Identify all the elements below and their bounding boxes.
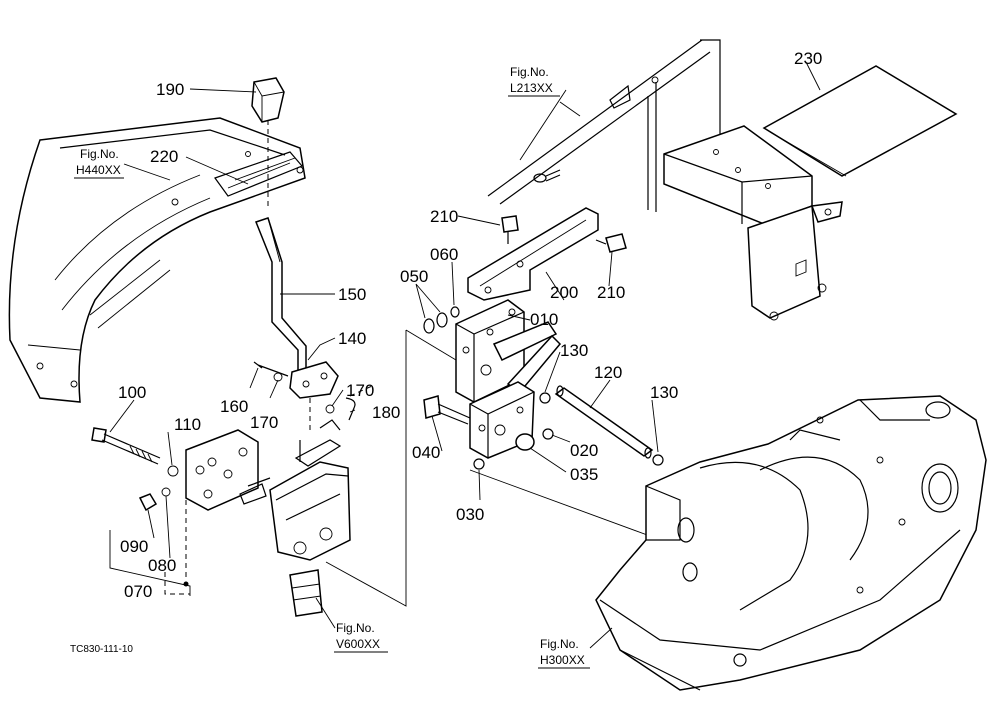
label-130b: 130 <box>650 383 678 402</box>
control-lever <box>255 217 307 373</box>
lever-bracket <box>253 361 373 430</box>
label-170a: 170 <box>250 413 278 432</box>
label-070: 070 <box>124 582 152 601</box>
leader-lines <box>109 61 821 649</box>
label-180: 180 <box>372 403 400 422</box>
drawing-id: TC830-111-10 <box>70 644 133 655</box>
label-130a: 130 <box>560 341 588 360</box>
guide-indicator-plate <box>214 151 303 197</box>
label-220: 220 <box>150 147 178 166</box>
label-035: 035 <box>570 465 598 484</box>
label-110: 110 <box>174 415 201 434</box>
label-210a: 210 <box>430 207 458 226</box>
pin-small <box>533 169 561 183</box>
label-030: 030 <box>456 505 484 524</box>
bolt-210-right <box>595 233 627 253</box>
mounting-bracket-200 <box>467 207 599 301</box>
label-160: 160 <box>220 397 248 416</box>
valve-block-010 <box>455 299 562 403</box>
label-060: 060 <box>430 245 458 264</box>
pipe-120 <box>554 385 664 466</box>
control-valve-assembly <box>239 330 407 617</box>
figref-h300-code: H300XX <box>540 653 585 667</box>
label-050: 050 <box>400 267 428 286</box>
figref-h440-title: Fig.No. <box>80 147 119 161</box>
transmission-housing <box>595 395 987 691</box>
lever-guide-plate <box>8 117 306 403</box>
seat-frame-rail <box>487 39 721 212</box>
support-bracket <box>663 125 843 321</box>
label-190: 190 <box>156 80 184 99</box>
label-010: 010 <box>530 310 558 329</box>
figure-references: Fig.No. H440XX Fig.No. L213XX Fig.No. V6… <box>74 65 590 669</box>
label-230: 230 <box>794 49 822 68</box>
figref-v600-title: Fig.No. <box>336 621 375 635</box>
label-170b: 170 <box>346 381 374 400</box>
figref-l213-code: L213XX <box>510 81 553 95</box>
label-040: 040 <box>412 443 440 462</box>
bolt-040 <box>423 395 471 425</box>
label-020: 020 <box>570 441 598 460</box>
long-bolt <box>91 427 179 512</box>
label-080: 080 <box>148 556 176 575</box>
label-200: 200 <box>550 283 578 302</box>
label-100: 100 <box>118 383 146 402</box>
label-140: 140 <box>338 329 366 348</box>
bolt-210-upper <box>501 215 519 244</box>
figref-h300-title: Fig.No. <box>540 637 579 651</box>
figref-h440-code: H440XX <box>76 163 121 177</box>
label-120: 120 <box>594 363 622 382</box>
part-labels: 190 220 150 140 160 170 170 180 100 110 … <box>118 49 822 601</box>
label-150: 150 <box>338 285 366 304</box>
valve-side-cover <box>183 429 259 587</box>
decal-sheet-230 <box>762 65 958 177</box>
label-210b: 210 <box>597 283 625 302</box>
seal-rings <box>423 306 554 470</box>
label-090: 090 <box>120 537 148 556</box>
figref-v600-code: V600XX <box>336 637 380 651</box>
lever-knob <box>251 77 285 210</box>
figref-l213-title: Fig.No. <box>510 65 549 79</box>
